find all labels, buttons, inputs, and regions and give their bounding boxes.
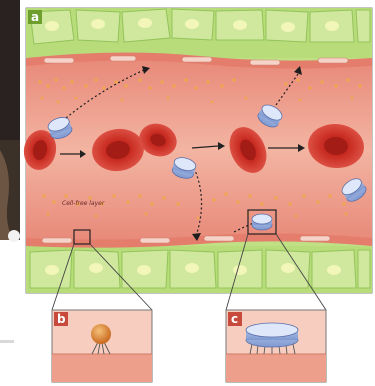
panel-a-letter: a <box>31 10 39 24</box>
panel-c-letter: c <box>231 312 238 326</box>
inset-c: c <box>226 310 326 382</box>
cell-free-layer-label: Cell-free layer <box>62 200 105 207</box>
endothelium-bottom <box>26 246 372 293</box>
endothelium-top <box>26 8 372 58</box>
panel-b-letter: b <box>57 312 66 326</box>
disc-particle-large <box>246 323 298 347</box>
inset-b: b <box>52 310 152 382</box>
sphere-particle <box>91 324 111 344</box>
